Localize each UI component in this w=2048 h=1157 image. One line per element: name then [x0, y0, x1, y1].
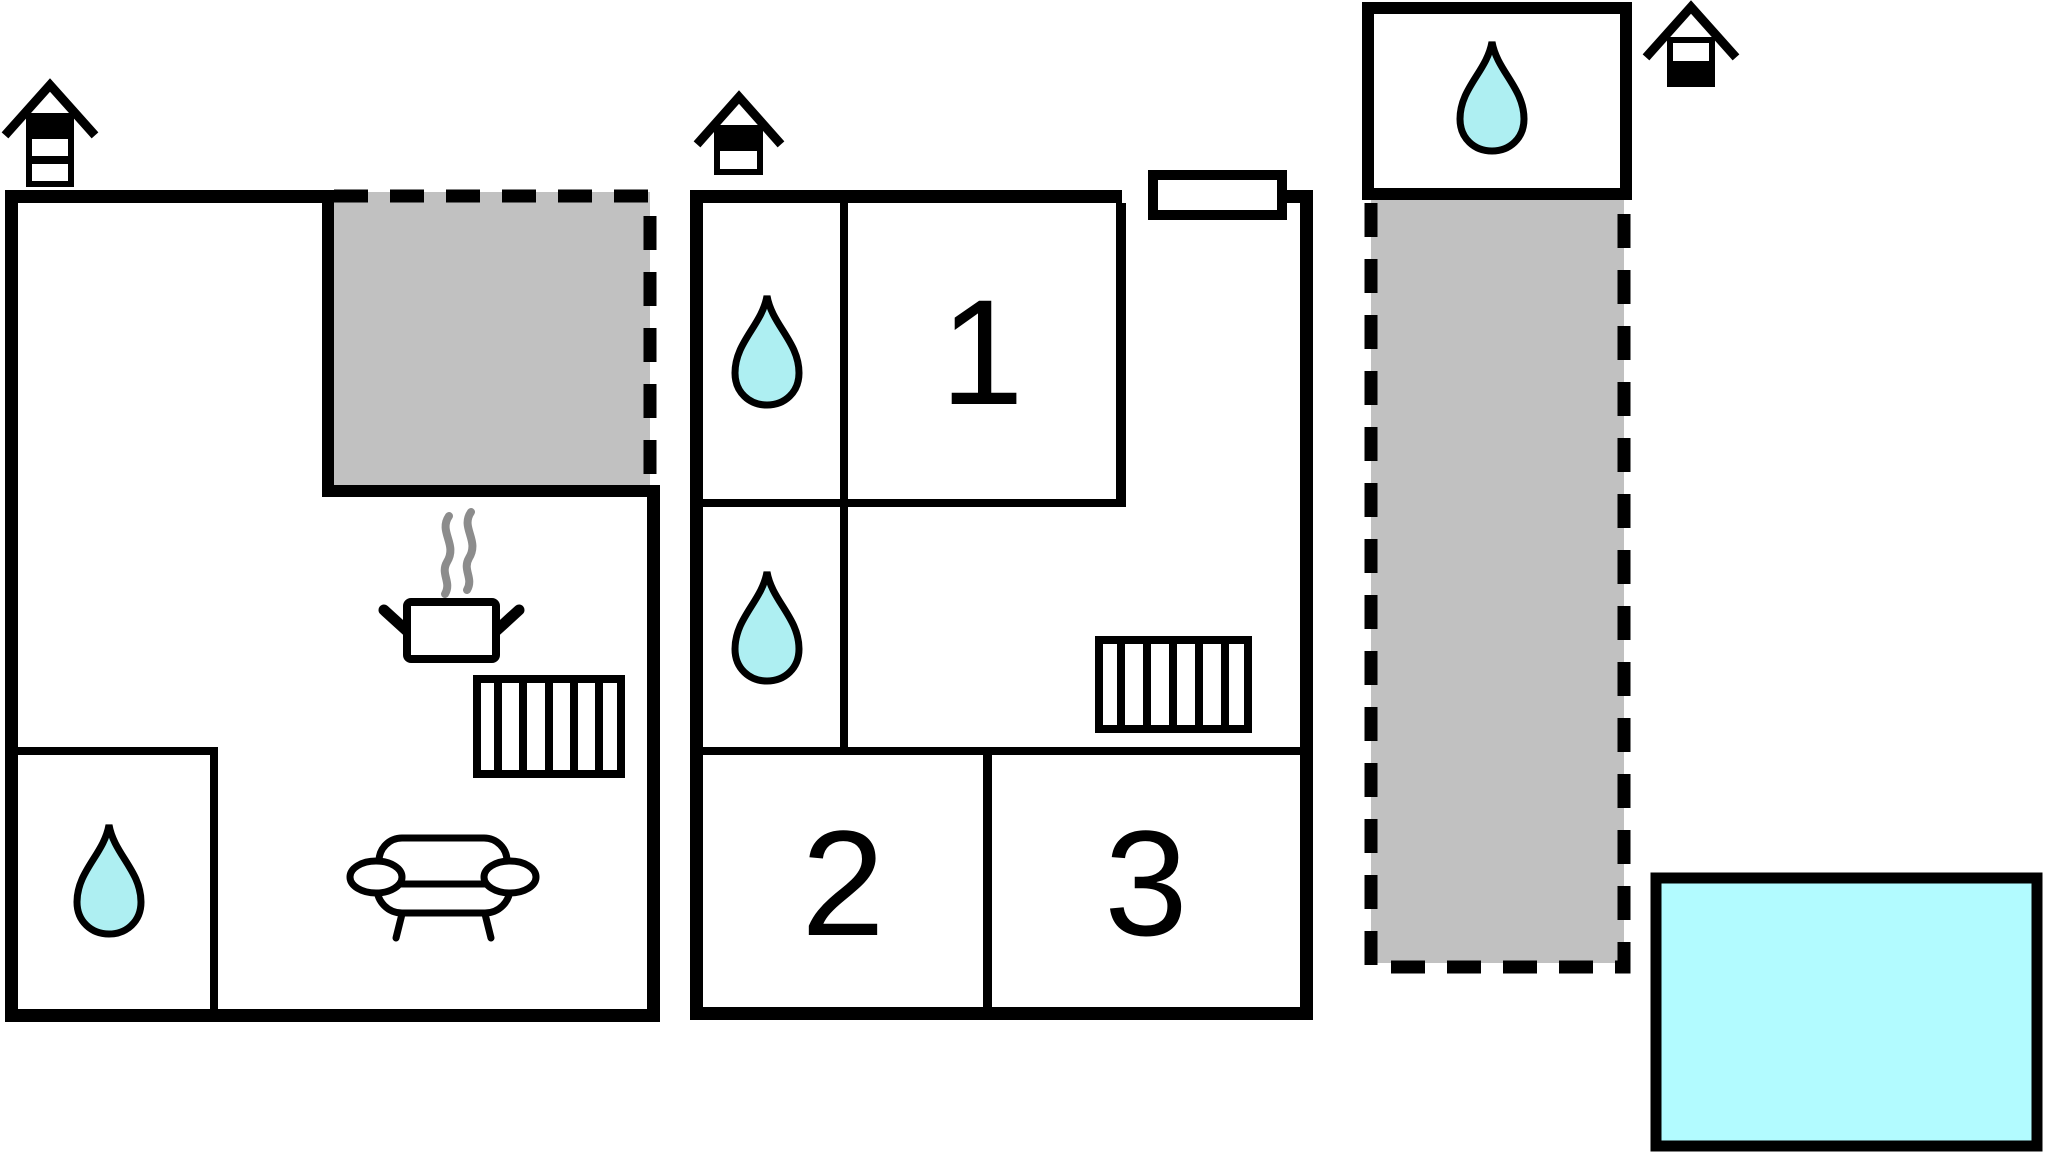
- cooking-pot-icon: [378, 508, 525, 663]
- room1-east-wall: [1116, 203, 1126, 507]
- room-1-label: 1: [940, 268, 1023, 436]
- left-building-west-wall: [5, 190, 18, 1022]
- room-3-label: 3: [1104, 799, 1187, 967]
- bathroom-north-wall: [18, 747, 218, 755]
- stove-black-band: [1667, 61, 1715, 87]
- pot-body: [403, 598, 500, 663]
- rooms23-north-wall: [703, 747, 1300, 755]
- sofa-armrest: [346, 857, 406, 897]
- water-drop-icon: [73, 824, 145, 938]
- pool-area: [1650, 872, 2043, 1152]
- window-icon: [1148, 170, 1287, 220]
- room1-south-wall: [703, 499, 1126, 507]
- radiator-icon: [1095, 636, 1252, 733]
- steam-icon: [440, 512, 455, 598]
- terrace-west-wall: [322, 190, 334, 497]
- stove-black-band: [26, 113, 74, 139]
- stove-black-band: [714, 125, 763, 151]
- terrace-south-wall: [322, 485, 660, 497]
- middle-building-north-wall: [690, 190, 1122, 203]
- right-annex: [1362, 0, 2043, 1152]
- stove-roof: [693, 90, 785, 148]
- middle-building: 1 2 3: [690, 90, 1313, 1020]
- wood-stove-icon: [1, 78, 99, 187]
- terrace-dashed-border: [334, 189, 657, 485]
- water-drop-icon: [1456, 41, 1528, 155]
- stove-roof: [1, 78, 99, 139]
- bath-corridor-wall: [840, 203, 848, 755]
- bathroom-east-wall: [210, 747, 218, 1009]
- sofa-icon: [346, 834, 540, 942]
- steam-icon: [462, 508, 477, 594]
- wood-stove-icon: [1642, 0, 1740, 87]
- room2-room3-divider-wall: [983, 755, 992, 1007]
- terrace-area: [334, 192, 650, 489]
- left-building-south-wall: [5, 1009, 660, 1022]
- left-building-north-wall: [5, 190, 334, 203]
- middle-building-east-wall: [1300, 190, 1313, 1020]
- water-drop-icon: [731, 571, 803, 685]
- sofa-armrest: [480, 857, 540, 897]
- room-2-label: 2: [801, 799, 884, 967]
- middle-building-south-wall: [690, 1007, 1313, 1020]
- stove-roof: [1642, 0, 1740, 61]
- radiator-icon: [473, 675, 625, 778]
- left-building: [1, 78, 660, 1022]
- wood-stove-icon: [693, 90, 785, 175]
- left-building-east-wall: [647, 485, 660, 1022]
- water-drop-icon: [731, 295, 803, 409]
- terrace-area: [1371, 200, 1624, 963]
- middle-building-west-wall: [690, 190, 703, 1020]
